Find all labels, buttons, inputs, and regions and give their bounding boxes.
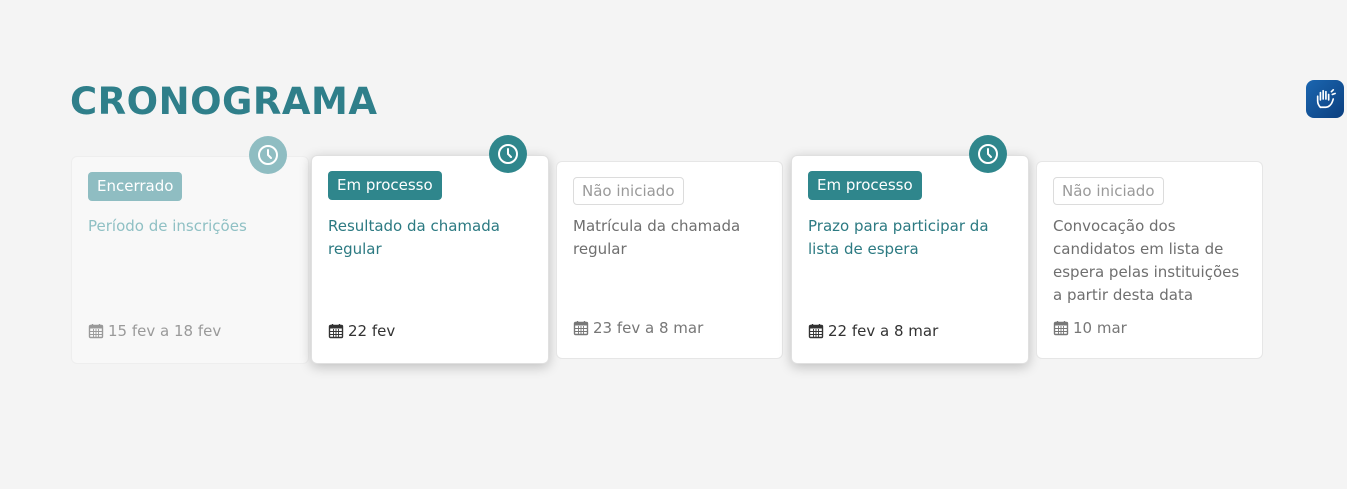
status-badge: Não iniciado [1053, 177, 1164, 205]
clock-icon [969, 135, 1007, 173]
card-title: Período de inscrições [88, 217, 247, 235]
calendar-icon [573, 321, 589, 336]
status-badge: Não iniciado [573, 177, 684, 205]
status-badge: Em processo [328, 171, 442, 200]
schedule-card-3[interactable]: Não iniciado Matrícula da chamada regula… [556, 161, 783, 359]
clock-icon [249, 136, 287, 174]
hand-sign-language-icon [1316, 89, 1336, 109]
card-title: Convocação dos candidatos em lista de es… [1053, 217, 1240, 304]
status-badge: Em processo [808, 171, 922, 200]
schedule-card-4[interactable]: Em processo Prazo para participar da lis… [791, 155, 1029, 364]
calendar-icon [328, 324, 344, 339]
calendar-icon [1053, 321, 1069, 336]
card-title: Resultado da chamada regular [328, 217, 500, 258]
page-title: CRONOGRAMA [70, 80, 378, 123]
accessibility-button[interactable] [1306, 80, 1344, 118]
calendar-icon [88, 324, 104, 339]
schedule-card-2[interactable]: Em processo Resultado da chamada regular… [311, 155, 549, 364]
calendar-icon [808, 324, 824, 339]
card-date-text: 10 mar [1073, 319, 1127, 337]
schedule-card-1[interactable]: Encerrado Período de inscrições 15 fev a… [71, 156, 309, 364]
card-date: 22 fev a 8 mar [808, 322, 938, 340]
card-date-text: 22 fev a 8 mar [828, 322, 939, 340]
card-date: 23 fev a 8 mar [573, 319, 703, 337]
card-date-text: 15 fev a 18 fev [108, 322, 222, 340]
card-date: 22 fev [328, 322, 395, 340]
card-title: Matrícula da chamada regular [573, 217, 741, 258]
card-date: 15 fev a 18 fev [88, 322, 221, 340]
clock-icon [489, 135, 527, 173]
status-badge: Encerrado [88, 172, 183, 201]
schedule-card-5[interactable]: Não iniciado Convocação dos candidatos e… [1036, 161, 1263, 359]
card-date-text: 22 fev [348, 322, 396, 340]
card-title: Prazo para participar da lista de espera [808, 217, 989, 258]
card-date-text: 23 fev a 8 mar [593, 319, 704, 337]
card-date: 10 mar [1053, 319, 1127, 337]
